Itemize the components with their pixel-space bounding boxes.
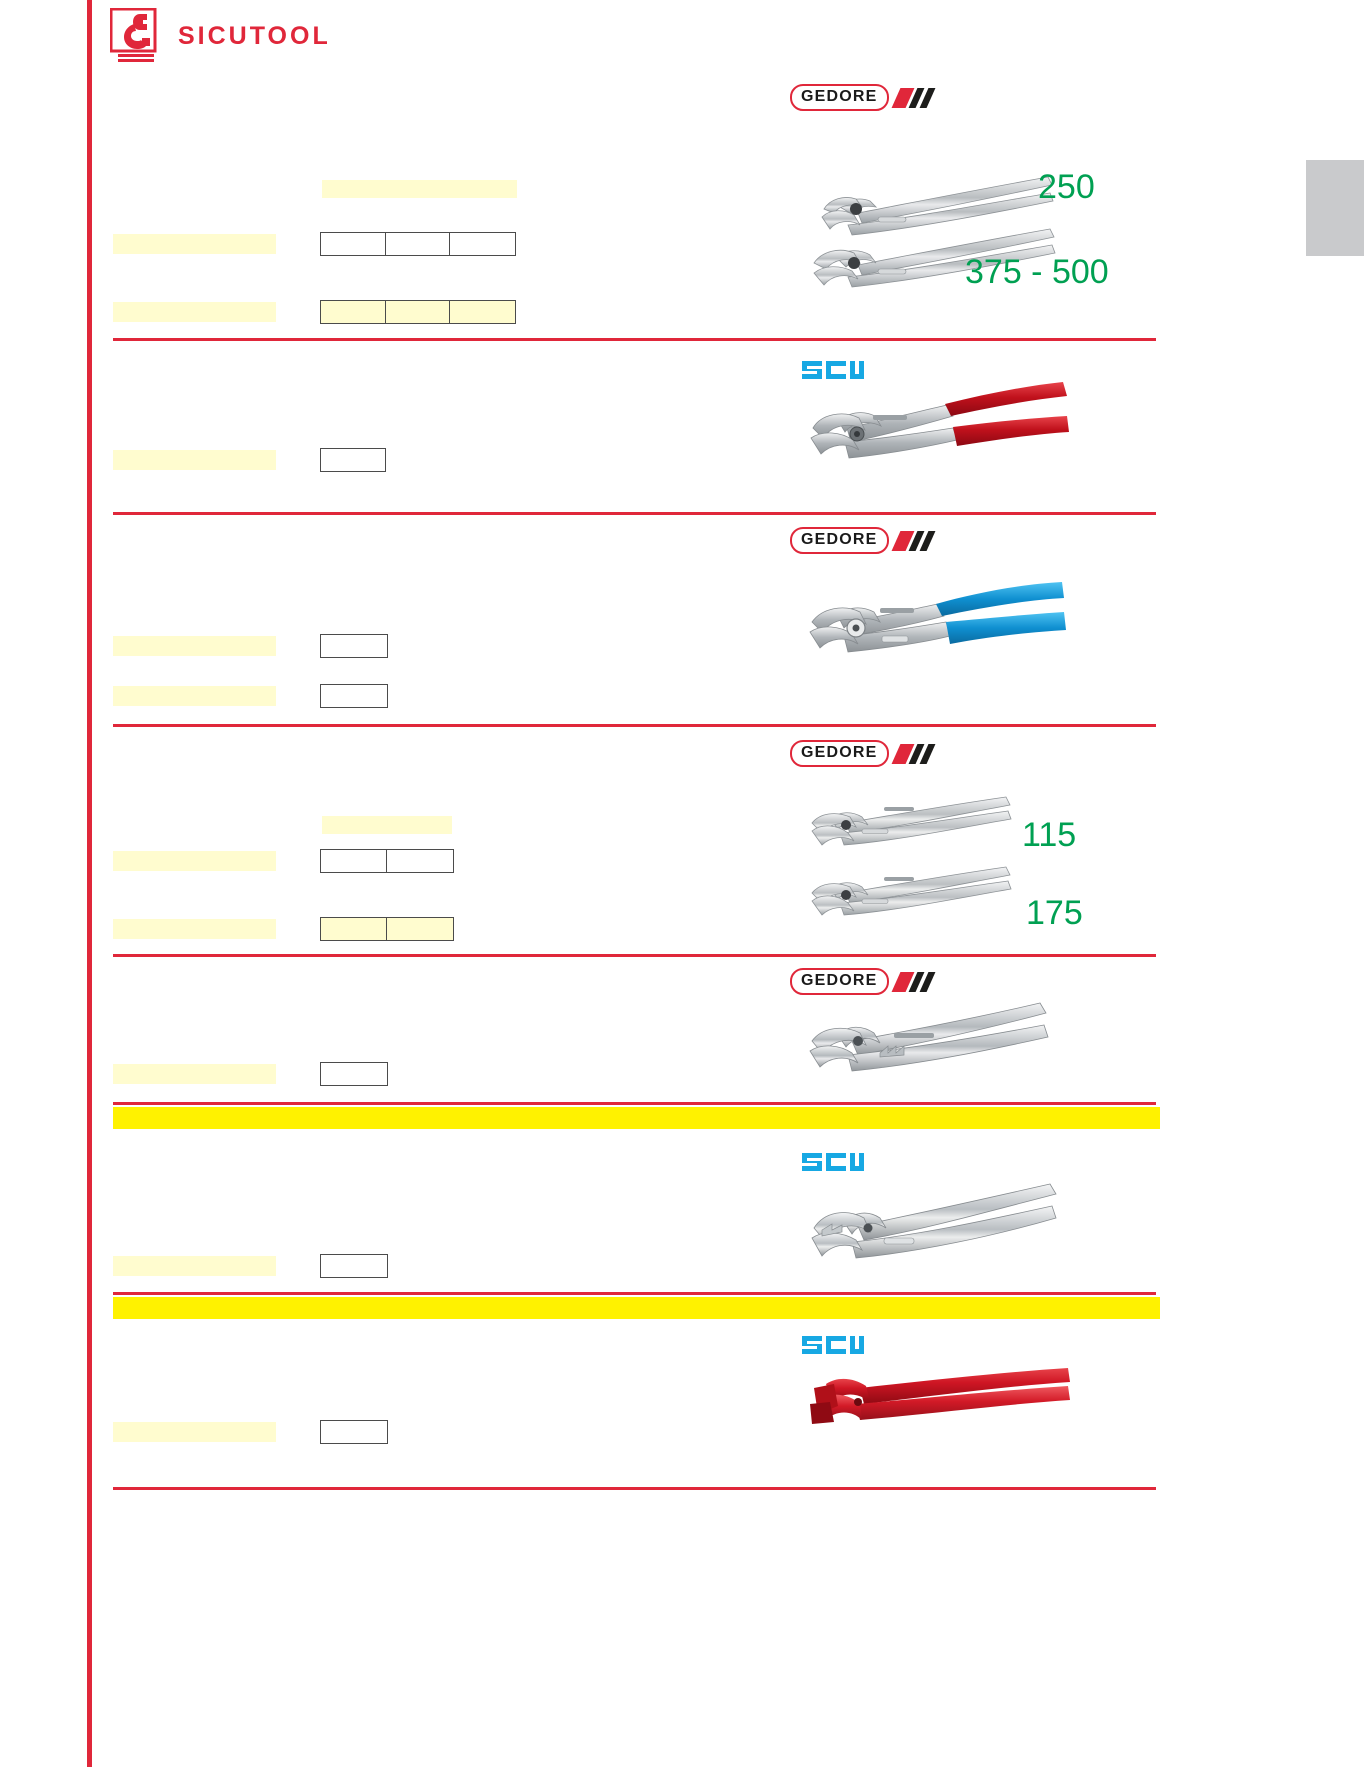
table-cell[interactable] (321, 233, 386, 255)
section-4-table-2[interactable] (320, 917, 454, 941)
chapter-tab-marker (1306, 160, 1364, 256)
gedore-stripes-icon-4 (891, 743, 940, 765)
table-cell[interactable] (386, 233, 451, 255)
scu-logo-2 (800, 355, 864, 385)
scu-logo-6 (800, 1147, 864, 1177)
section-4-table-1[interactable] (320, 849, 454, 873)
gedore-label-3: GEDORE (790, 527, 889, 554)
product-image-4 (800, 785, 1040, 925)
yellow-highlight-band-2 (113, 1297, 1160, 1319)
section-3-label-1 (113, 636, 276, 656)
section-1-table-2[interactable] (320, 300, 516, 324)
product-image-7 (800, 1358, 1080, 1448)
section-7-label-1 (113, 1422, 276, 1442)
yellow-highlight-band-1 (113, 1107, 1160, 1129)
section-1-title-bar (322, 180, 517, 198)
product-image-1 (800, 155, 1090, 290)
section-5-label-1 (113, 1064, 276, 1084)
gedore-logo-1: GEDORE (790, 84, 940, 111)
gedore-stripes-icon-1 (891, 87, 940, 109)
gedore-logo-3: GEDORE (790, 527, 940, 554)
size-label-4b: 175 (1026, 894, 1083, 932)
section-7-table-1[interactable] (320, 1420, 388, 1444)
product-image-2 (795, 380, 1085, 490)
table-cell[interactable] (321, 1421, 387, 1443)
table-cell[interactable] (321, 635, 387, 657)
table-cell[interactable] (450, 301, 515, 323)
page-spine (87, 0, 92, 1767)
brand-logo: SICUTOOL (109, 7, 331, 64)
section-3-table-2[interactable] (320, 684, 388, 708)
section-1-label-1 (113, 234, 276, 254)
brand-name: SICUTOOL (178, 21, 331, 50)
size-label-4a: 115 (1022, 816, 1077, 854)
sicutool-wrench-logo (109, 7, 164, 64)
table-cell[interactable] (386, 301, 451, 323)
section-1-label-2 (113, 302, 276, 322)
section-divider-2 (113, 512, 1156, 515)
scu-logo-7 (800, 1330, 864, 1360)
section-divider-4 (113, 954, 1156, 957)
section-divider-5 (113, 1102, 1156, 1105)
section-6-label-1 (113, 1256, 276, 1276)
gedore-stripes-icon-5 (891, 971, 940, 993)
gedore-logo-5: GEDORE (790, 968, 940, 995)
section-2-table-1[interactable] (320, 448, 386, 472)
size-label-1b: 375 - 500 (965, 253, 1109, 291)
section-divider-6 (113, 1292, 1156, 1295)
section-3-table-1[interactable] (320, 634, 388, 658)
table-cell[interactable] (321, 1063, 387, 1085)
table-cell[interactable] (321, 301, 386, 323)
size-label-1a: 250 (1038, 168, 1095, 206)
gedore-logo-4: GEDORE (790, 740, 940, 767)
gedore-label-1: GEDORE (790, 84, 889, 111)
table-cell[interactable] (321, 449, 385, 471)
gedore-label-5: GEDORE (790, 968, 889, 995)
table-cell[interactable] (321, 685, 387, 707)
section-6-table-1[interactable] (320, 1254, 388, 1278)
section-3-label-2 (113, 686, 276, 706)
gedore-label-4: GEDORE (790, 740, 889, 767)
product-image-5 (798, 995, 1078, 1090)
section-4-label-2 (113, 919, 276, 939)
table-cell[interactable] (321, 850, 387, 872)
table-cell[interactable] (450, 233, 515, 255)
section-divider-1 (113, 338, 1156, 341)
product-image-3 (800, 578, 1080, 688)
product-image-6 (798, 1178, 1078, 1288)
section-1-table-1[interactable] (320, 232, 516, 256)
section-divider-3 (113, 724, 1156, 727)
table-cell[interactable] (321, 918, 387, 940)
section-4-label-1 (113, 851, 276, 871)
table-cell[interactable] (321, 1255, 387, 1277)
section-5-table-1[interactable] (320, 1062, 388, 1086)
table-cell[interactable] (387, 918, 453, 940)
gedore-stripes-icon-3 (891, 530, 940, 552)
section-4-title-bar (322, 816, 452, 834)
table-cell[interactable] (387, 850, 453, 872)
section-divider-7 (113, 1487, 1156, 1490)
section-2-label-1 (113, 450, 276, 470)
